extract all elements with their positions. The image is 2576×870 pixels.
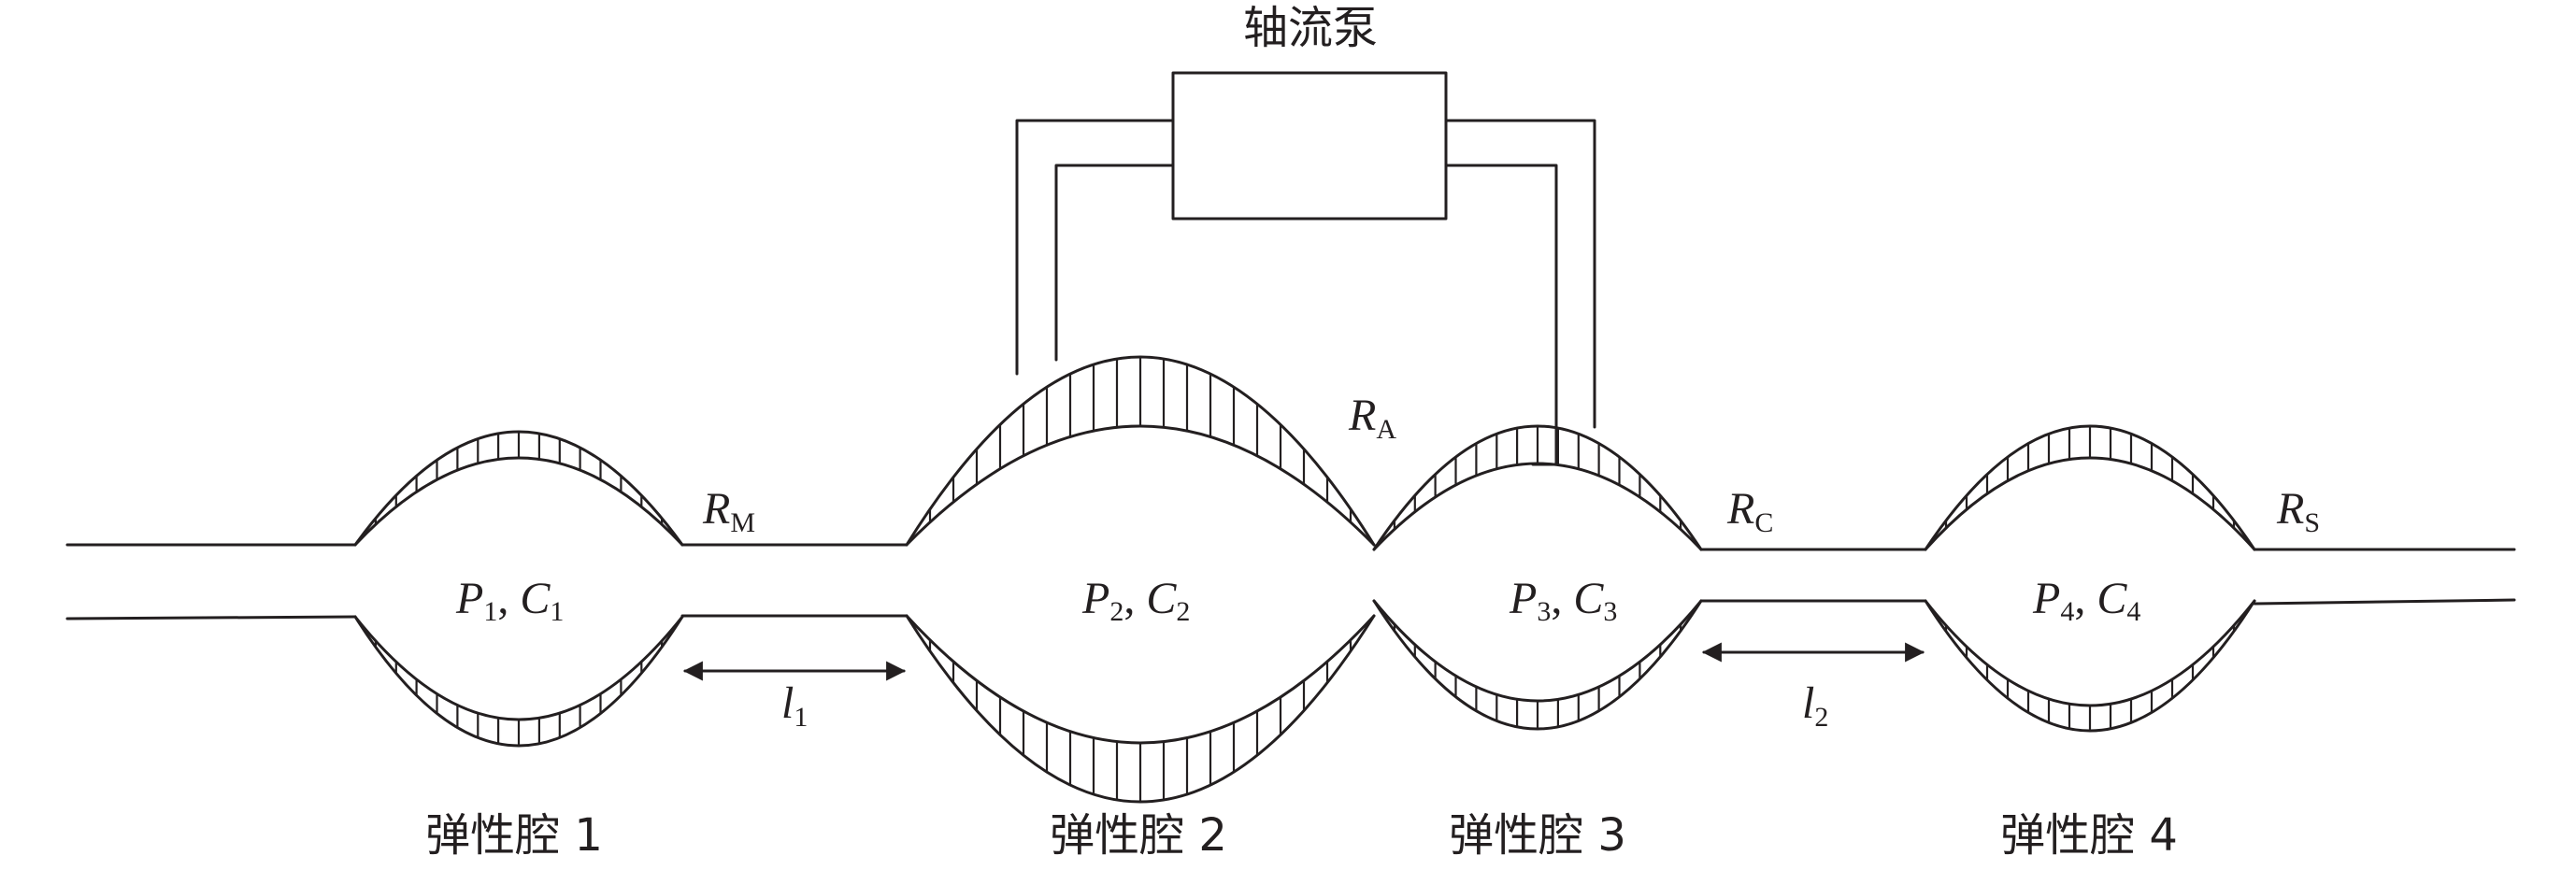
resistance-rc-label: RC [1726,484,1773,538]
chamber-4-shape [1924,424,2256,733]
chamber-1-shape [353,430,684,748]
chamber-2-lower-wall [905,614,1376,804]
chamber-3-vars: P3,C3 [1509,574,1617,627]
chamber-4-vars: P4,C4 [2032,574,2140,627]
chamber-1-upper-wall-hatching [374,432,664,525]
chamber-2-shape [905,355,1376,804]
resistance-rm-label: RM [702,484,755,538]
chamber-3-lower-wall [1372,599,1703,731]
chamber-1-vars: P1,C1 [455,574,564,627]
chamber-2-vars: P2,C2 [1081,574,1190,627]
axial-pump: 轴流泵 [1015,2,1596,466]
pump-inlet-tube [1015,119,1175,376]
chamber-2-upper-wall [905,355,1376,547]
chamber-3-lower-wall-hatching [1393,624,1682,729]
pump-box [1171,71,1448,221]
chamber-4-upper-wall-hatching [1944,426,2236,528]
chamber-1-label: 弹性腔 1 [425,809,603,862]
chamber-1-lower-wall [353,615,684,748]
lower-tube-wall [65,598,2516,620]
chamber-1-upper-wall [353,430,684,547]
chamber-2-lower-wall-hatching [928,639,1352,802]
length-l2-label: l2 [1802,678,1828,733]
chamber-3-upper-wall-hatching [1393,426,1682,530]
chamber-4-lower-wall-hatching [1944,625,2236,731]
chamber-1-lower-wall-hatching [374,640,664,746]
chamber-4-upper-wall [1924,424,2256,551]
chamber-3-shape [1372,424,1703,731]
resistance-ra-label: RA [1348,391,1396,445]
pump-label: 轴流泵 [1243,2,1378,54]
chamber-3-label: 弹性腔 3 [1449,809,1626,862]
chamber-4-lower-wall [1924,599,2256,733]
chamber-3-upper-wall [1372,424,1703,551]
chamber-2-upper-wall-hatching [928,357,1352,522]
chamber-2-label: 弹性腔 2 [1050,809,1227,862]
length-l1-label: l1 [781,678,808,733]
upper-tube-wall [65,543,2516,551]
pump-outlet-tube [1444,119,1596,466]
chamber-4-label: 弹性腔 4 [2000,809,2178,862]
resistance-rs-label: RS [2276,484,2320,538]
